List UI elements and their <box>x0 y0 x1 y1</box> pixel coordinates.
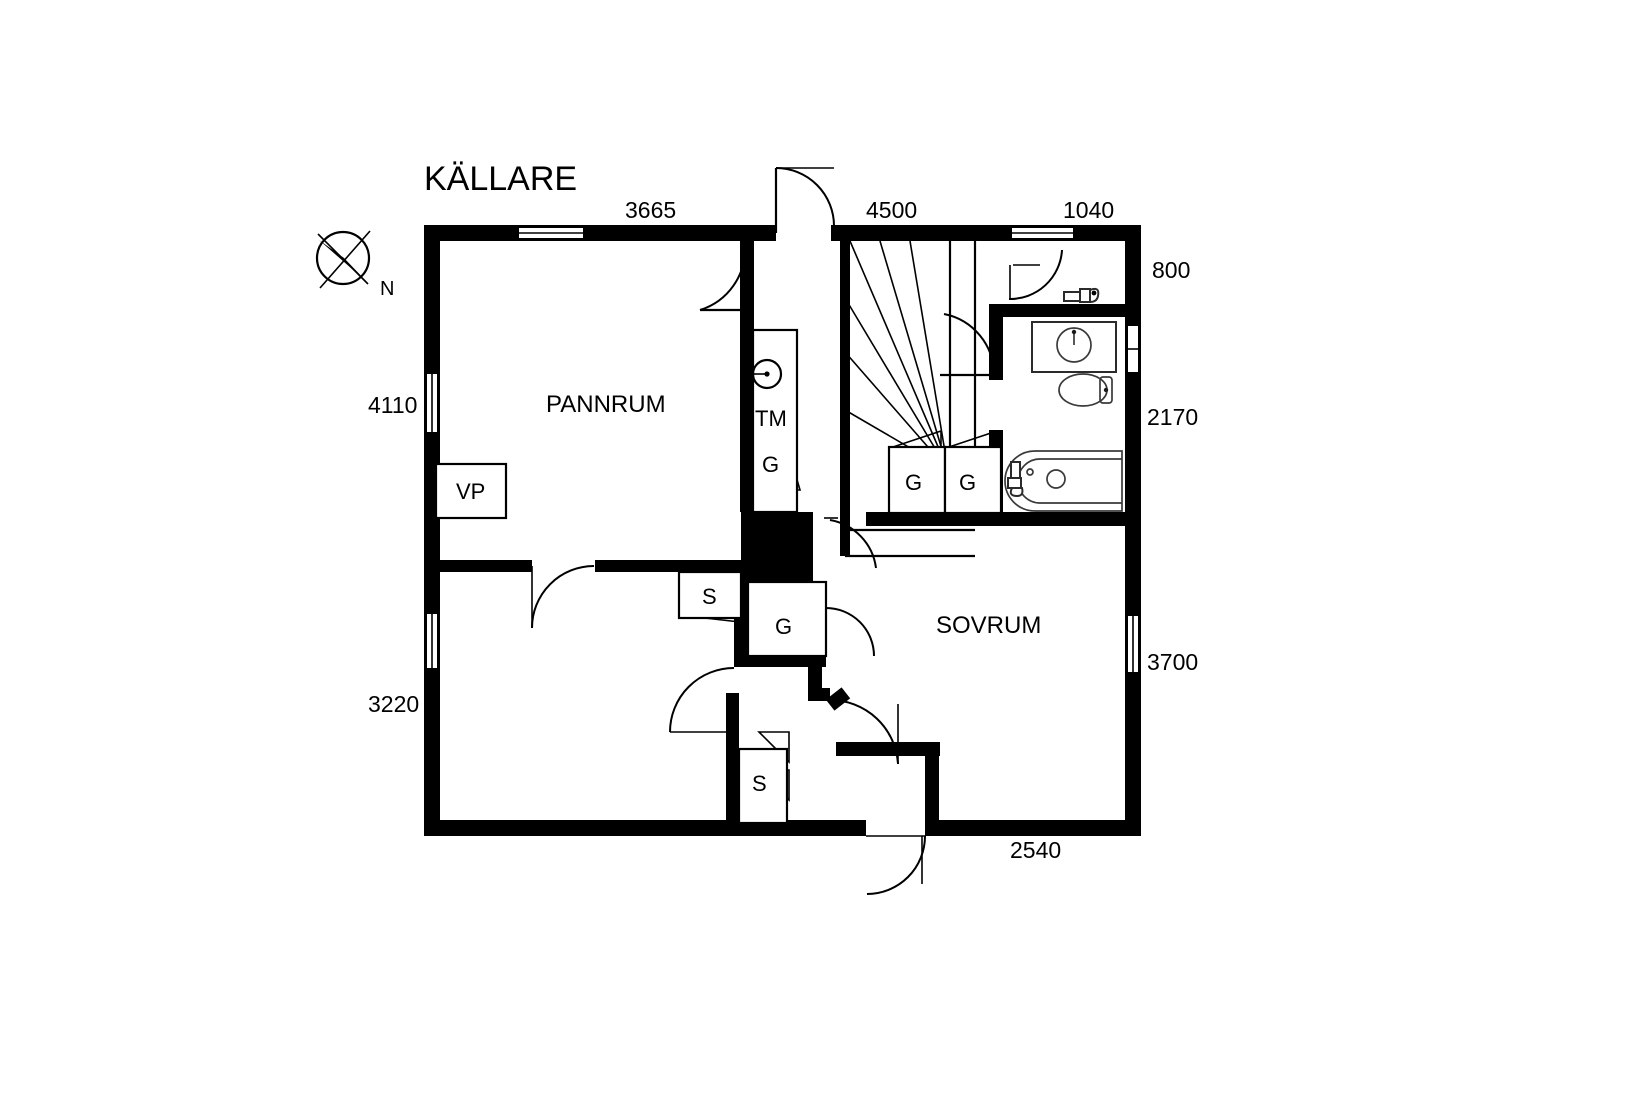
closet-s-upper: S <box>677 570 743 620</box>
window-left-lower <box>425 612 439 670</box>
faucet-icon <box>1063 287 1100 304</box>
interior-walls <box>424 225 1141 824</box>
dim-top-1040: 1040 <box>1063 197 1114 223</box>
door-bath-corridor[interactable] <box>940 313 996 377</box>
sink-vanity-icon <box>1031 321 1117 373</box>
heat-pump-vp-label: VP <box>456 479 485 504</box>
wardrobe-g-corridor-label: G <box>775 614 792 639</box>
page-title: KÄLLARE <box>424 160 577 198</box>
washing-machine-tm-label: TM <box>755 406 787 431</box>
heat-pump-vp: VP <box>434 462 508 520</box>
closet-s-lower: S <box>737 747 789 825</box>
toilet-icon <box>1058 373 1113 407</box>
window-top-pannrum <box>517 226 585 240</box>
dim-right-800: 800 <box>1152 257 1190 283</box>
door-bottom-entry[interactable] <box>866 835 926 895</box>
closet-s-lower-label: S <box>752 771 767 796</box>
door-lower-left-room[interactable] <box>531 565 595 629</box>
window-right-bath <box>1126 324 1140 374</box>
window-top-bath <box>1010 226 1075 240</box>
door-g-corridor[interactable] <box>825 604 875 657</box>
dim-top-4500: 4500 <box>866 197 917 223</box>
bathtub-icon <box>1004 450 1123 512</box>
compass-rose-icon <box>315 230 371 289</box>
dim-right-2170: 2170 <box>1147 404 1198 430</box>
wardrobe-g-bedroom-right: G <box>943 429 1003 515</box>
dim-right-3700: 3700 <box>1147 649 1198 675</box>
wardrobe-g-bedroom-left: G <box>887 429 947 515</box>
wardrobe-g-bedroom-left-label: G <box>905 470 922 495</box>
door-lower-hall-left[interactable] <box>669 667 735 733</box>
door-sovrum-upper[interactable] <box>824 517 877 569</box>
dim-left-4110: 4110 <box>368 392 417 418</box>
door-pannrum[interactable] <box>699 245 747 312</box>
door-sovrum-lower[interactable] <box>825 687 899 765</box>
wardrobe-g-hall-label: G <box>762 452 779 477</box>
dim-left-3220: 3220 <box>368 691 419 717</box>
dim-bottom-2540: 2540 <box>1010 837 1061 863</box>
window-left-pannrum <box>425 372 439 434</box>
wardrobe-g-bedroom-right-label: G <box>959 470 976 495</box>
washing-machine-tm: TM G <box>751 328 799 514</box>
closet-s-upper-label: S <box>702 584 717 609</box>
room-label-pannrum: PANNRUM <box>546 391 666 418</box>
compass-north-label: N <box>380 278 394 300</box>
wardrobe-g-corridor: G <box>746 580 828 658</box>
dim-top-3665: 3665 <box>625 197 676 223</box>
exterior-walls <box>424 225 1141 836</box>
door-top-entry[interactable] <box>774 167 835 233</box>
door-bath-upper[interactable] <box>1008 249 1063 301</box>
window-right-sovrum <box>1126 614 1140 674</box>
room-label-sovrum: SOVRUM <box>936 612 1041 639</box>
